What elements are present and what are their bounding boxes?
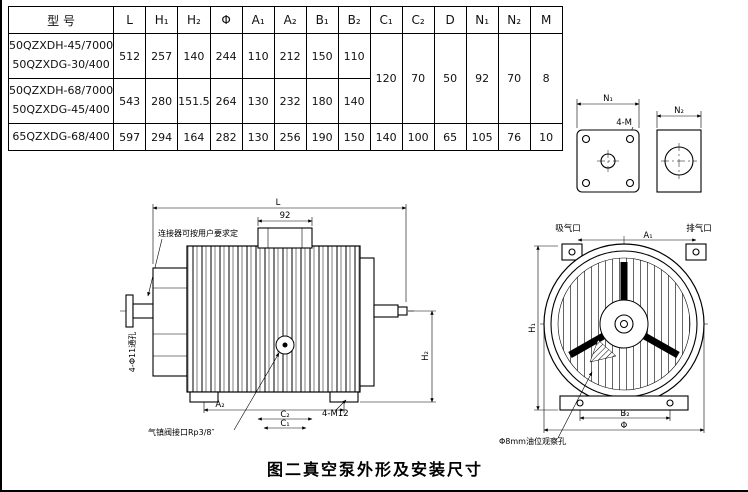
dim-label-a2: A₂	[215, 400, 224, 410]
exhaust-port	[685, 243, 707, 261]
mounting-foot	[329, 391, 359, 403]
table-header: A₁	[241, 6, 275, 34]
table-cell: 150	[337, 123, 371, 151]
dim-label-a1: A₁	[643, 231, 652, 241]
table-cell: 110	[241, 33, 275, 79]
table-cell-merged: 92	[465, 33, 499, 124]
table-cell: 282	[209, 123, 243, 151]
oil-sight-area	[589, 339, 617, 363]
model-name: 50QZXDG-30/400	[12, 58, 110, 71]
table-cell: 130	[241, 78, 275, 124]
oil-sight-note: Φ8mm油位观察孔	[499, 436, 566, 446]
coupling-note: 连接器可按用户要求定	[158, 228, 238, 238]
table-cell: 130	[241, 123, 275, 151]
gas-port-note: 气镇阀接口Rp3/8″	[148, 427, 215, 437]
figure-caption: 图二真空泵外形及安装尺寸	[266, 460, 483, 479]
flange-detail-drawing: N₁ N₂ 4-M	[576, 94, 702, 193]
table-cell: 105	[465, 123, 499, 151]
table-cell: 597	[113, 123, 147, 151]
front-view-drawing: 吸气口 排气口 A₁ H₁	[499, 223, 712, 446]
dim-label-h1: H₁	[528, 323, 538, 333]
dim-label-n1: N₁	[603, 94, 613, 104]
table-cell: 100	[401, 123, 435, 151]
dim-label-h2: H₂	[421, 351, 431, 361]
table-row: 65QZXDG-68/400 597 294 164 282 130 256 1…	[7, 123, 563, 151]
table-header-row: 型 号 L H₁ H₂ Φ A₁ A₂ B₁ B₂ C₁ C₂ D N₁ N₂ …	[7, 6, 563, 34]
table-cell-merged: 70	[401, 33, 435, 124]
dimension-table: 型 号 L H₁ H₂ Φ A₁ A₂ B₁ B₂ C₁ C₂ D N₁ N₂ …	[7, 6, 563, 151]
bolt-callout-4m: 4-M	[616, 118, 632, 128]
side-view-drawing: L 92 连接器可按用户要求定	[120, 198, 436, 437]
table-cell: 264	[209, 78, 243, 124]
model-cell: 50QZXDH-68/7000 50QZXDG-45/400	[7, 78, 115, 124]
pump-base	[559, 395, 689, 411]
table-header: 型 号	[7, 6, 115, 34]
table-cell: 190	[305, 123, 339, 151]
table-row: 50QZXDH-45/7000 50QZXDG-30/400 512 257 1…	[7, 33, 563, 124]
dim-label-b2: B₂	[620, 409, 629, 419]
table-cell: 294	[145, 123, 179, 151]
dim-label-c1: C₁	[280, 419, 289, 429]
table-cell-merged: 70	[497, 33, 531, 124]
table-header: A₂	[273, 6, 307, 34]
table-cell-merged: 50	[433, 33, 467, 124]
dim-label-l: L	[276, 198, 281, 208]
table-header: H₁	[145, 6, 179, 34]
dim-label-c2: C₂	[280, 410, 289, 420]
table-header: N₁	[465, 6, 499, 34]
holes-note: 4-Φ11通孔	[127, 332, 137, 372]
model-name: 50QZXDH-45/7000	[9, 39, 114, 53]
model-name: 65QZXDG-68/400	[12, 129, 110, 143]
mounting-foot	[189, 391, 219, 403]
table-cell: 151.5	[177, 78, 211, 124]
dim-label-n2: N₂	[674, 106, 684, 116]
table-cell: 257	[145, 33, 179, 79]
table-cell: 244	[209, 33, 243, 79]
table-header: D	[433, 6, 467, 34]
table-header: B₂	[337, 6, 371, 34]
table-cell-merged: 120	[369, 33, 403, 124]
dim-label-phi: Φ	[621, 421, 628, 431]
exhaust-box	[257, 227, 313, 249]
model-name: 50QZXDH-68/7000	[9, 84, 114, 98]
table-row: 50QZXDH-68/7000 50QZXDG-45/400 543 280 1…	[7, 78, 563, 124]
model-cell: 50QZXDH-45/7000 50QZXDG-30/400	[7, 33, 115, 79]
table-header: B₁	[305, 6, 339, 34]
table-cell: 232	[273, 78, 307, 124]
table-cell: 65	[433, 123, 467, 151]
model-cell: 65QZXDG-68/400	[7, 123, 115, 151]
table-cell: 280	[145, 78, 179, 124]
bolt-callout-4m12: 4-M12	[322, 409, 349, 419]
exhaust-port-label: 排气口	[686, 223, 712, 234]
table-cell: 140	[369, 123, 403, 151]
pump-body	[186, 245, 361, 393]
suction-port-label: 吸气口	[555, 223, 581, 234]
model-name: 50QZXDG-45/400	[12, 103, 110, 116]
table-cell: 10	[529, 123, 563, 151]
table-cell: 212	[273, 33, 307, 79]
dim-label-92: 92	[280, 211, 291, 221]
suction-port	[561, 243, 583, 261]
table-header: C₁	[369, 6, 403, 34]
